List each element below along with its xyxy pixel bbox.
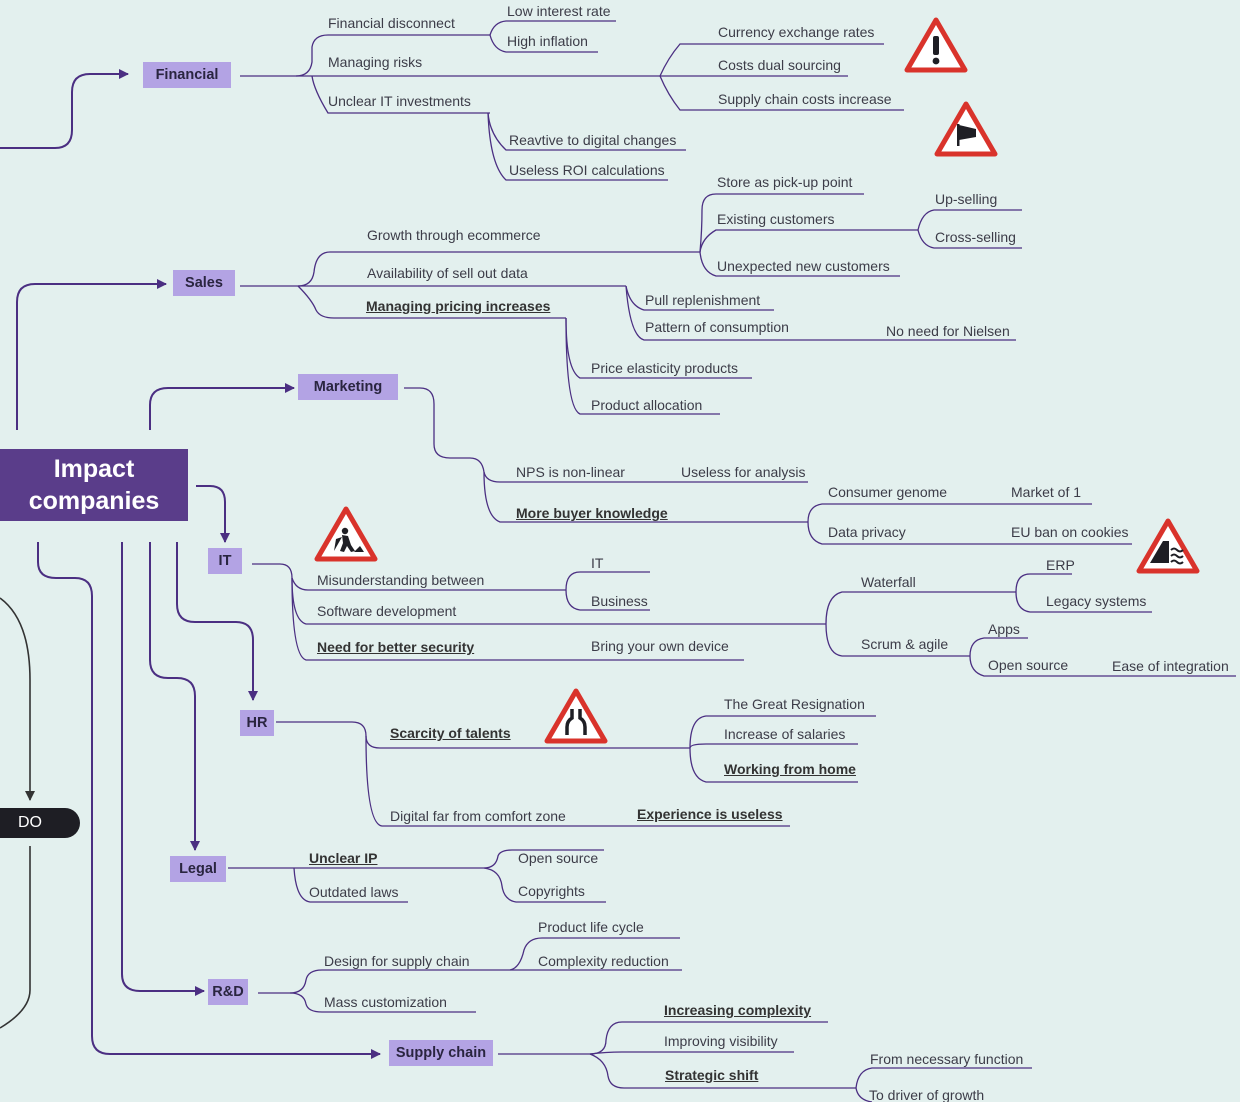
it-label: IT <box>591 555 604 571</box>
design-for-supply-chain: Design for supply chain <box>324 953 470 969</box>
useless-for-analysis: Useless for analysis <box>681 464 806 480</box>
increase-of-salaries: Increase of salaries <box>724 726 846 742</box>
bring-your-own-device: Bring your own device <box>591 638 729 654</box>
supply-chain-costs-increase: Supply chain costs increase <box>718 91 892 107</box>
warning-roadworks-icon <box>314 506 378 562</box>
market-of-1: Market of 1 <box>1011 484 1082 500</box>
cross-selling: Cross-selling <box>935 229 1016 245</box>
outdated-laws: Outdated laws <box>309 884 399 900</box>
unclear-ip: Unclear IP <box>309 850 378 866</box>
no-need-for-nielsen: No need for Nielsen <box>886 323 1010 339</box>
warning-road-narrows-icon <box>544 688 608 744</box>
currency-exchange-rates: Currency exchange rates <box>718 24 875 40</box>
product-allocation: Product allocation <box>591 397 703 413</box>
scrum-agile: Scrum & agile <box>861 636 949 652</box>
category-supply-chain[interactable]: Supply chain <box>389 1040 493 1066</box>
financial-disconnect: Financial disconnect <box>328 15 455 31</box>
unclear-it-investments: Unclear IT investments <box>328 93 471 109</box>
warning-exclamation-icon <box>904 17 968 73</box>
category-financial[interactable]: Financial <box>143 62 231 88</box>
legacy-systems: Legacy systems <box>1046 593 1147 609</box>
existing-customers: Existing customers <box>717 211 835 227</box>
low-interest-rate: Low interest rate <box>507 3 611 19</box>
working-from-home: Working from home <box>724 761 856 777</box>
copyrights: Copyrights <box>518 883 585 899</box>
need-better-security: Need for better security <box>317 639 475 655</box>
more-buyer-knowledge: More buyer knowledge <box>516 505 668 521</box>
nps-non-linear: NPS is non-linear <box>516 464 625 480</box>
complexity-reduction: Complexity reduction <box>538 953 669 969</box>
scarcity-of-talents: Scarcity of talents <box>390 725 511 741</box>
erp: ERP <box>1046 557 1075 573</box>
high-inflation: High inflation <box>507 33 588 49</box>
mass-customization: Mass customization <box>324 994 447 1010</box>
managing-pricing-increases: Managing pricing increases <box>366 298 551 314</box>
category-it[interactable]: IT <box>208 548 242 574</box>
data-privacy: Data privacy <box>828 524 906 540</box>
strategic-shift: Strategic shift <box>665 1067 759 1083</box>
up-selling: Up-selling <box>935 191 998 207</box>
open-source-it: Open source <box>988 657 1069 673</box>
digital-far-from-comfort: Digital far from comfort zone <box>390 808 566 824</box>
pattern-of-consumption: Pattern of consumption <box>645 319 789 335</box>
from-necessary-function: From necessary function <box>870 1051 1024 1067</box>
central-topic-line2: companies <box>28 487 160 515</box>
consumer-genome: Consumer genome <box>828 484 948 500</box>
apps: Apps <box>988 621 1020 637</box>
category-hr[interactable]: HR <box>240 710 274 736</box>
ease-of-integration: Ease of integration <box>1112 658 1229 674</box>
costs-dual-sourcing: Costs dual sourcing <box>718 57 841 73</box>
store-pickup-point: Store as pick-up point <box>717 174 853 190</box>
warning-quayside-icon <box>1136 518 1200 574</box>
unexpected-new-customers: Unexpected new customers <box>717 258 890 274</box>
central-topic[interactable]: Impact companies <box>0 449 188 521</box>
category-rnd[interactable]: R&D <box>208 979 248 1005</box>
sell-out-data: Availability of sell out data <box>367 265 528 281</box>
increasing-complexity: Increasing complexity <box>664 1002 812 1018</box>
to-driver-of-growth: To driver of growth <box>869 1087 985 1102</box>
software-development: Software development <box>317 603 457 619</box>
price-elasticity-products: Price elasticity products <box>591 360 739 376</box>
managing-risks: Managing risks <box>328 54 423 70</box>
category-sales[interactable]: Sales <box>173 270 235 296</box>
waterfall: Waterfall <box>861 574 916 590</box>
misunderstanding-between: Misunderstanding between <box>317 572 485 588</box>
pull-replenishment: Pull replenishment <box>645 292 761 308</box>
business-label: Business <box>591 593 648 609</box>
open-source-legal: Open source <box>518 850 599 866</box>
category-legal[interactable]: Legal <box>170 856 226 882</box>
eu-ban-on-cookies: EU ban on cookies <box>1011 524 1129 540</box>
category-marketing[interactable]: Marketing <box>298 374 398 400</box>
experience-is-useless: Experience is useless <box>637 806 783 822</box>
useless-roi-calculations: Useless ROI calculations <box>509 162 665 178</box>
product-life-cycle: Product life cycle <box>538 919 644 935</box>
warning-crosswind-icon <box>934 101 998 157</box>
central-topic-line1: Impact <box>53 455 135 483</box>
do-node[interactable]: DO <box>0 808 80 838</box>
reactive-digital-changes: Reavtive to digital changes <box>509 132 677 148</box>
improving-visibility: Improving visibility <box>664 1033 778 1049</box>
the-great-resignation: The Great Resignation <box>724 696 865 712</box>
growth-ecommerce: Growth through ecommerce <box>367 227 541 243</box>
